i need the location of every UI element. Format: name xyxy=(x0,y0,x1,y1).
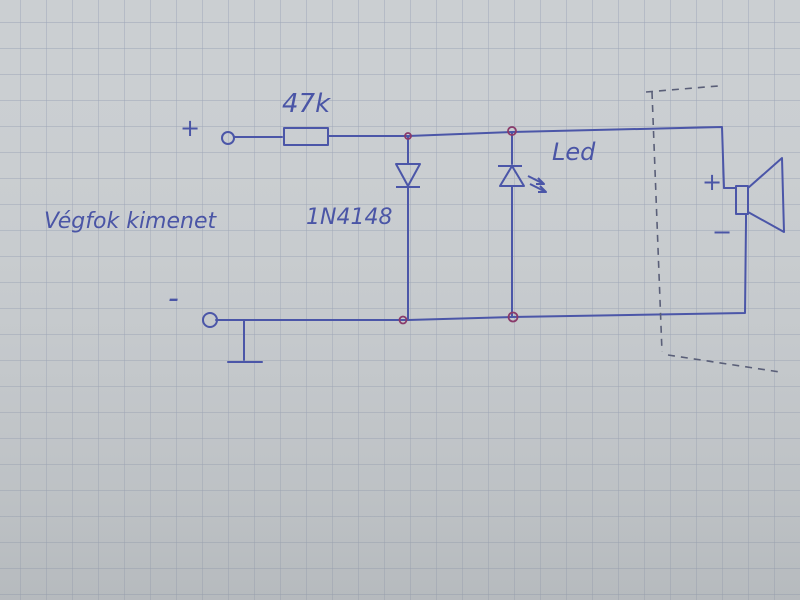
input-plus-terminal xyxy=(221,131,235,145)
speaker xyxy=(735,157,785,233)
junction-nodes xyxy=(398,126,519,325)
speaker-plus-label: + xyxy=(702,168,722,196)
resistor-47k xyxy=(283,127,329,146)
led-name-label: Led xyxy=(552,138,596,166)
input-minus-terminal xyxy=(202,312,218,328)
enclosure-outline xyxy=(645,85,781,373)
diode-name-label: 1N4148 xyxy=(306,205,392,230)
input-plus-label: + xyxy=(180,114,200,142)
input-minus-label: - xyxy=(168,281,179,316)
input-name-label: Végfok kimenet xyxy=(44,209,217,234)
speaker-minus-label: − xyxy=(712,218,732,246)
circuit-wires xyxy=(215,126,747,363)
resistor-value-label: 47k xyxy=(282,89,331,119)
led xyxy=(498,165,547,193)
diode-1n4148 xyxy=(395,163,421,188)
